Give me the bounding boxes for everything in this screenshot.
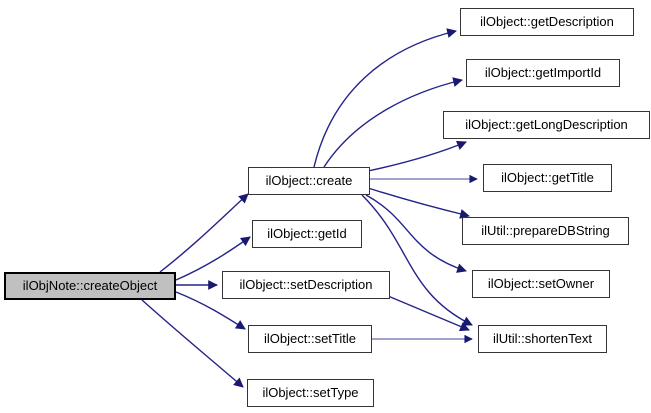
node-ilobject-getlongdescription[interactable]: ilObject::getLongDescription (443, 111, 650, 139)
edge-createObject-to-getId (175, 236, 251, 281)
node-ilobject-getid[interactable]: ilObject::getId (252, 220, 362, 248)
node-ilobjnote-createobject[interactable]: ilObjNote::createObject (4, 272, 176, 300)
node-ilobject-getimportid[interactable]: ilObject::getImportId (466, 59, 620, 87)
edge-create-to-getImportId (323, 77, 463, 168)
node-ilobject-gettitle[interactable]: ilObject::getTitle (483, 164, 612, 192)
node-ilutil-preparedbstring[interactable]: ilUtil::prepareDBString (462, 217, 629, 245)
edge-createObject-to-create (159, 193, 249, 273)
edge-setDescription-to-shortenText (387, 295, 470, 332)
node-ilobject-settype[interactable]: ilObject::setType (247, 379, 374, 407)
edge-create-to-shortenText (361, 194, 473, 326)
node-ilobject-create[interactable]: ilObject::create (248, 167, 370, 195)
edge-create-to-getDescription (313, 28, 457, 168)
edge-create-to-getLongDescription (367, 140, 467, 172)
edge-create-to-setOwner (365, 194, 467, 273)
edge-createObject-to-setType (141, 299, 244, 388)
edge-createObject-to-setTitle (175, 291, 246, 330)
node-ilobject-setdescription[interactable]: ilObject::setDescription (222, 271, 390, 299)
node-ilobject-setowner[interactable]: ilObject::setOwner (472, 270, 610, 298)
node-ilobject-getdescription[interactable]: ilObject::getDescription (460, 8, 634, 36)
node-ilutil-shortentext[interactable]: ilUtil::shortenText (478, 325, 607, 353)
edge-create-to-prepareDBString (367, 187, 470, 219)
node-ilobject-settitle[interactable]: ilObject::setTitle (248, 325, 372, 353)
